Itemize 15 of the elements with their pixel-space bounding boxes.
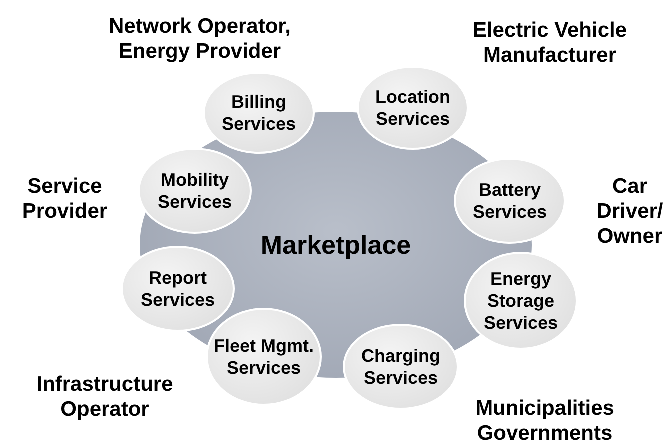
service-label: Charging Services [360, 345, 442, 389]
service-label: Report Services [140, 267, 216, 311]
marketplace-label: Marketplace [260, 230, 412, 260]
stakeholder-label: Municipalities Governments [474, 396, 616, 446]
stakeholder-label: Car Driver/ Owner [596, 174, 664, 249]
stakeholder-label: Service Provider [21, 174, 109, 224]
service-label: Battery Services [472, 179, 548, 223]
service-label: Mobility Services [156, 169, 234, 213]
service-label: Energy Storage Services [482, 268, 560, 334]
service-label: Location Services [374, 86, 452, 130]
service-label: Fleet Mgmt. Services [214, 335, 314, 379]
stakeholder-label: Network Operator, Energy Provider [108, 14, 292, 64]
stakeholder-label: Electric Vehicle Manufacturer [472, 18, 628, 68]
service-label: Billing Services [220, 91, 298, 135]
stakeholder-label: Infrastructure Operator [36, 372, 174, 422]
